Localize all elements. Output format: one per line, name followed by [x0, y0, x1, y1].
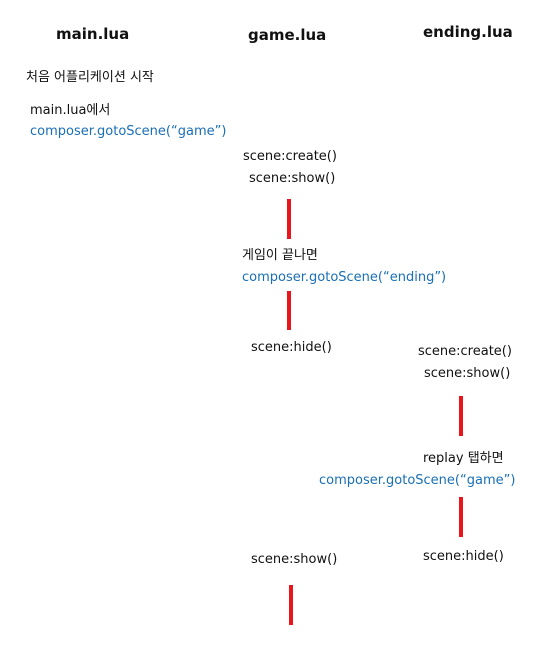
ending-scene-show: scene:show(): [424, 366, 511, 381]
game-active-bar-1: [287, 199, 291, 239]
game-active-bar-2: [287, 291, 291, 330]
goto-game-from-ending-call: composer.gotoScene(“game”): [319, 473, 516, 488]
goto-game-call: composer.gotoScene(“game”): [30, 124, 227, 139]
app-start-note: 처음 어플리케이션 시작: [26, 70, 154, 85]
game-scene-create: scene:create(): [243, 149, 337, 164]
header-ending-lua: ending.lua: [423, 23, 513, 41]
ending-active-bar-2: [459, 497, 463, 537]
game-scene-hide: scene:hide(): [251, 340, 332, 355]
goto-ending-call: composer.gotoScene(“ending”): [242, 270, 447, 285]
ending-scene-hide: scene:hide(): [423, 549, 504, 564]
replay-tap-note: replay 탭하면: [423, 451, 504, 466]
game-scene-show-again: scene:show(): [251, 552, 338, 567]
game-active-bar-3: [289, 585, 293, 625]
game-over-note: 게임이 끝나면: [242, 248, 318, 263]
ending-scene-create: scene:create(): [418, 344, 512, 359]
from-main-note: main.lua에서: [30, 103, 111, 118]
game-scene-show: scene:show(): [249, 171, 336, 186]
header-main-lua: main.lua: [56, 25, 130, 43]
ending-active-bar-1: [459, 396, 463, 436]
header-game-lua: game.lua: [248, 26, 327, 44]
